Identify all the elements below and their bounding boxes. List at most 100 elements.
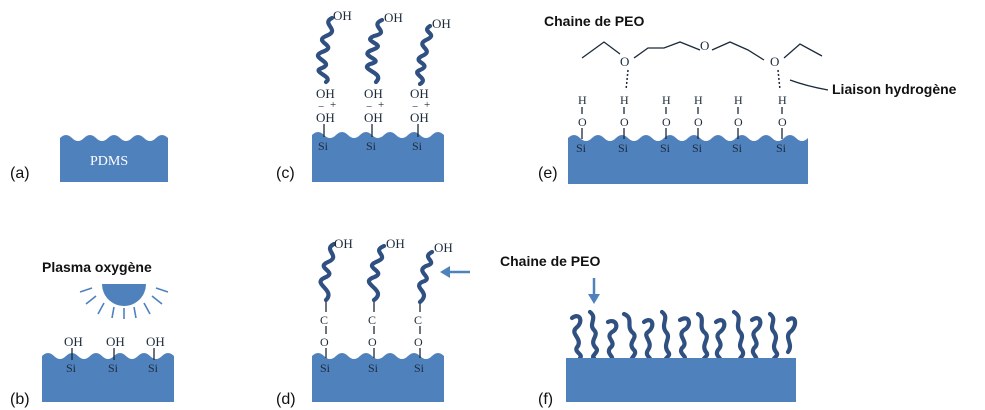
c-peo-chain-3: [415, 23, 434, 87]
e-surface-group-2: H O Si: [618, 93, 629, 155]
e-surface-group-5: H O Si: [732, 93, 743, 155]
c-end-oh-2: OH: [384, 10, 403, 25]
b-oh-1: OH: [64, 334, 83, 349]
e-chain-o-3: O: [770, 54, 779, 69]
panel-a: PDMS (a): [10, 135, 168, 182]
panel-label-f: (f): [538, 391, 553, 408]
panel-label-d: (d): [276, 391, 296, 408]
panel-label-e: (e): [538, 165, 558, 182]
e-si-5: Si: [732, 141, 743, 155]
e-peo-chain-caption: Chaine de PEO: [544, 13, 644, 29]
e-surface-group-4: H O Si: [692, 93, 703, 155]
d-peo-chain-1: [318, 241, 337, 303]
b-si-1: Si: [66, 361, 77, 375]
d-o-2: O: [368, 335, 377, 349]
e-chain-o-2: O: [700, 38, 709, 53]
e-h-5: H: [734, 93, 743, 107]
d-peo-chain-2: [367, 243, 387, 303]
d-o-3: O: [414, 335, 423, 349]
d-c-1: C: [320, 313, 328, 327]
c-si-3: Si: [412, 139, 423, 153]
c-plus-3: +: [424, 99, 430, 111]
pdms-substrate-b: [42, 353, 174, 402]
c-end-oh-1: OH: [333, 8, 352, 23]
e-peo-backbone: [581, 41, 823, 61]
d-end-oh-1: OH: [334, 236, 353, 251]
e-o-6: O: [778, 115, 787, 129]
d-end-oh-3: OH: [434, 240, 453, 255]
e-o-2: O: [620, 115, 629, 129]
d-si-1: Si: [320, 361, 331, 375]
plasma-lamp-icon: [79, 284, 169, 319]
e-h-6: H: [778, 93, 787, 107]
e-chain-o-1: O: [620, 54, 629, 69]
b-oh-2: OH: [106, 334, 125, 349]
panel-label-c: (c): [276, 165, 295, 182]
c-plus-2: +: [378, 99, 384, 111]
e-o-3: O: [662, 115, 671, 129]
e-h-2: H: [620, 93, 629, 107]
pdms-label: PDMS: [90, 154, 128, 169]
e-hydrogen-bond-2: [777, 69, 781, 91]
panel-d: OH C O Si OH C O Si OH C O Si (d): [276, 236, 470, 408]
d-o-1: O: [320, 335, 329, 349]
b-si-2: Si: [108, 361, 119, 375]
e-hydrogen-bond-1: [625, 69, 629, 91]
e-si-1: Si: [576, 141, 587, 155]
e-si-2: Si: [618, 141, 629, 155]
pdms-substrate-d: [312, 353, 444, 402]
e-surface-group-3: H O Si: [660, 93, 671, 155]
c-plus-1: +: [330, 99, 336, 111]
pdms-substrate-a: [60, 135, 168, 182]
plasma-lamp-dome: [102, 284, 146, 306]
c-end-oh-3: OH: [432, 16, 451, 31]
c-minus-3: −: [412, 101, 418, 113]
f-down-arrow-icon: [588, 278, 600, 304]
b-oh-3: OH: [146, 334, 165, 349]
c-low-oh-3: OH: [410, 110, 429, 125]
e-o-4: O: [694, 115, 703, 129]
pdms-substrate-f: [566, 358, 796, 402]
c-mid-oh-2: OH: [364, 86, 383, 101]
c-minus-2: −: [366, 101, 372, 113]
c-peo-chain-2: [365, 17, 385, 85]
e-h-4: H: [694, 93, 703, 107]
plasma-oxygen-caption: Plasma oxygène: [42, 259, 152, 275]
e-surface-group-6: H O Si: [776, 93, 787, 155]
d-peo-chain-3: [417, 249, 435, 305]
e-si-6: Si: [776, 141, 787, 155]
panel-label-b: (b): [10, 391, 30, 408]
d-c-3: C: [414, 313, 422, 327]
e-o-5: O: [734, 115, 743, 129]
e-surface-group-1: H O Si: [576, 93, 587, 155]
c-peo-chain-1: [315, 15, 335, 85]
e-hydrogen-bond-caption: Liaison hydrogène: [832, 81, 957, 97]
c-mid-oh-1: OH: [316, 86, 335, 101]
panel-e: Chaine de PEO O O O Liaison hydrogène H …: [538, 13, 957, 184]
f-peo-brush: [569, 309, 798, 363]
d-end-oh-2: OH: [386, 236, 405, 251]
panel-c: OH OH − + OH Si OH OH − + OH Si OH OH − …: [276, 8, 451, 182]
e-h-3: H: [662, 93, 671, 107]
c-low-oh-1: OH: [316, 110, 335, 125]
panel-f: Chaine de PEO (f): [500, 253, 798, 408]
e-h-1: H: [578, 93, 587, 107]
e-bond-pointer-line: [789, 79, 829, 91]
c-si-2: Si: [366, 139, 377, 153]
pdms-substrate-e: [568, 135, 808, 184]
pdms-substrate-c: [312, 132, 444, 182]
b-si-3: Si: [148, 361, 159, 375]
c-low-oh-2: OH: [364, 110, 383, 125]
c-minus-1: −: [318, 101, 324, 113]
e-si-3: Si: [660, 141, 671, 155]
c-mid-oh-3: OH: [410, 86, 429, 101]
d-si-3: Si: [414, 361, 425, 375]
c-si-1: Si: [318, 139, 329, 153]
f-peo-chain-caption: Chaine de PEO: [500, 253, 600, 269]
panel-b: Plasma oxygène OH Si OH Si OH Si (b): [10, 259, 174, 408]
d-si-2: Si: [368, 361, 379, 375]
d-pointer-arrow-icon: [440, 266, 470, 278]
d-c-2: C: [368, 313, 376, 327]
e-si-4: Si: [692, 141, 703, 155]
